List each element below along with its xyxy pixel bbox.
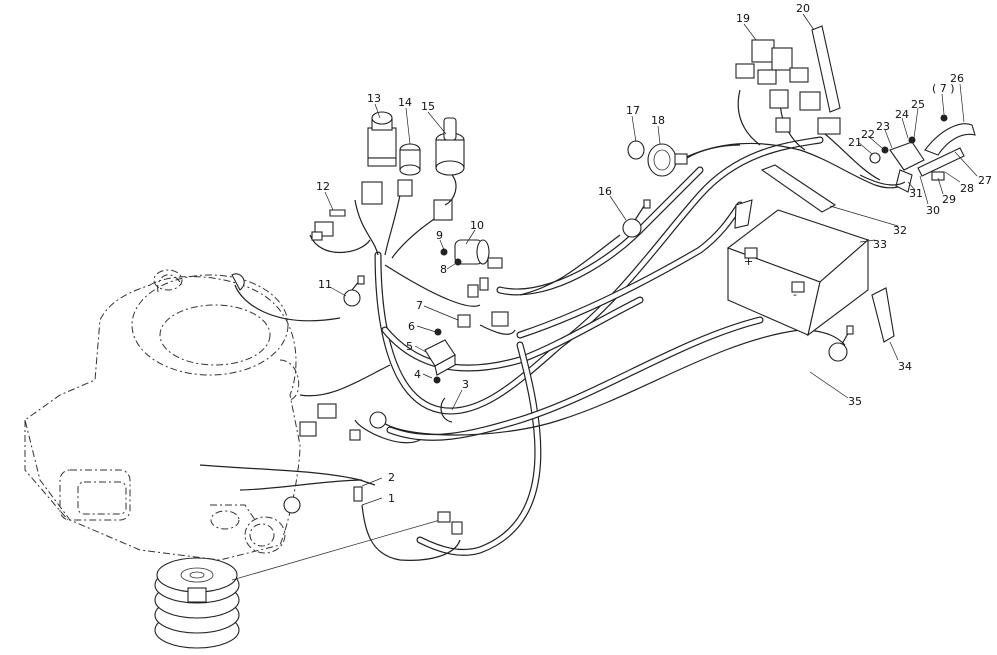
callout-17: 17 <box>626 104 640 117</box>
part-34-hold-down-rod <box>871 287 895 343</box>
callout-14: 14 <box>398 96 412 109</box>
callout-28: 28 <box>960 182 974 195</box>
part-15-ignition-switch <box>433 117 465 221</box>
callout-22: 22 <box>861 128 875 141</box>
harness-connectors-left <box>231 273 387 514</box>
part-32-battery-strap <box>734 164 837 229</box>
callout-7-ref: ( 7 ) <box>932 82 955 95</box>
callout-15: 15 <box>421 100 435 113</box>
callout-13: 13 <box>367 92 381 105</box>
callout-29: 29 <box>942 193 956 206</box>
callout-6: 6 <box>408 320 415 333</box>
callout-18: 18 <box>651 114 665 127</box>
battery-minus-mark: - <box>793 288 797 301</box>
callout-7: 7 <box>416 299 423 312</box>
callout-34: 34 <box>898 360 912 373</box>
callout-2: 2 <box>388 471 395 484</box>
part-7-relay <box>457 311 509 328</box>
callout-8: 8 <box>440 263 447 276</box>
callout-30: 30 <box>926 204 940 217</box>
part-14-key-switch <box>397 143 421 197</box>
part-11-terminal <box>343 275 365 307</box>
callout-9: 9 <box>436 229 443 242</box>
part-1-2-connectors <box>353 486 463 535</box>
callout-31: 31 <box>909 187 923 200</box>
callout-labels: 1 2 3 4 5 6 7 ( 7 ) 8 9 10 11 12 13 14 1… <box>316 2 992 505</box>
callout-25: 25 <box>911 98 925 111</box>
callout-21: 21 <box>848 136 862 149</box>
callout-4: 4 <box>414 368 421 381</box>
part-18-hour-meter <box>647 143 741 177</box>
callout-24: 24 <box>895 108 909 121</box>
callout-23: 23 <box>876 120 890 133</box>
battery-plus-mark: + <box>744 255 753 268</box>
callout-35: 35 <box>848 395 862 408</box>
callout-33: 33 <box>873 238 887 251</box>
part-10-solenoid <box>440 239 503 298</box>
part-21-31-bracket-cluster <box>859 114 976 193</box>
part-3-harness-clamp <box>440 397 453 423</box>
callout-11: 11 <box>318 278 332 291</box>
part-13-pto-switch <box>361 111 397 205</box>
callout-5: 5 <box>406 340 413 353</box>
engine-outline <box>24 269 301 561</box>
callout-1: 1 <box>388 492 395 505</box>
callout-32: 32 <box>893 224 907 237</box>
part-19-switch-assembly <box>735 39 841 135</box>
callout-16: 16 <box>598 185 612 198</box>
part-16-battery-cable-terminal <box>519 199 651 296</box>
part-17-ring <box>627 140 645 160</box>
callout-3: 3 <box>462 378 469 391</box>
callout-19: 19 <box>736 12 750 25</box>
callout-10: 10 <box>470 219 484 232</box>
thin-wires <box>199 89 911 561</box>
part-5-relay-bracket <box>424 328 456 384</box>
callout-20: 20 <box>796 2 810 15</box>
part-20-strap <box>811 25 841 113</box>
part-33-battery: + - <box>726 209 870 337</box>
pto-clutch-pulley <box>154 519 441 649</box>
callout-12: 12 <box>316 180 330 193</box>
part-35-ground-cable-terminal <box>828 325 854 362</box>
part-12-clip <box>311 209 346 241</box>
callout-27: 27 <box>978 174 992 187</box>
callout-26: 26 <box>950 72 964 85</box>
leader-lines <box>324 13 978 506</box>
